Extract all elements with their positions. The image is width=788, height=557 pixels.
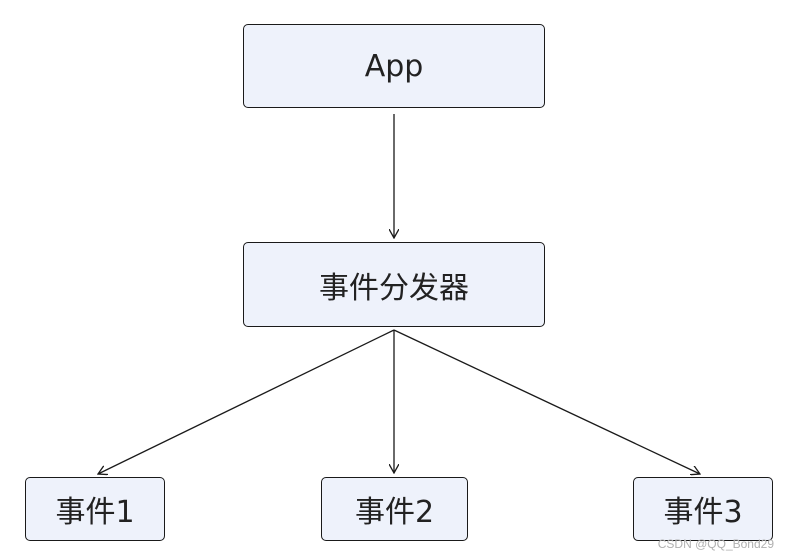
node-event-dispatcher: 事件分发器 [243, 242, 545, 327]
watermark: CSDN @QQ_Bond29 [657, 537, 774, 551]
node-event-2-label: 事件2 [354, 495, 435, 530]
node-event-1-label: 事件1 [55, 495, 135, 530]
node-app-label: App [364, 48, 424, 84]
node-event-1: 事件1 [25, 477, 165, 541]
node-event-dispatcher-label: 事件分发器 [319, 270, 469, 306]
edge-dispatcher-to-event3 [393, 329, 700, 474]
node-event-2: 事件2 [321, 477, 468, 541]
node-event-3: 事件3 [633, 477, 773, 541]
node-app: App [243, 24, 545, 108]
node-event-3-label: 事件3 [663, 495, 743, 530]
edge-dispatcher-to-event1 [98, 329, 395, 474]
